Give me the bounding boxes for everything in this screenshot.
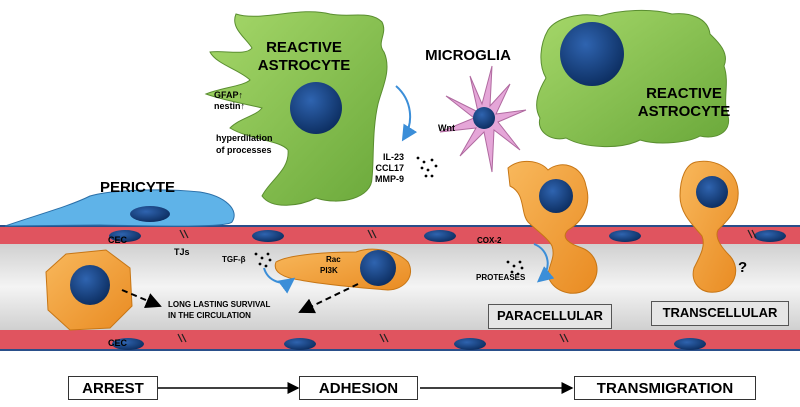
survival-line2: IN THE CIRCULATION xyxy=(168,311,251,320)
astrocyte-nucleus-1 xyxy=(290,82,342,134)
pericyte-cell xyxy=(4,189,235,227)
transcellular-tumor-nucleus xyxy=(696,176,728,208)
tjs-label: TJs xyxy=(174,247,190,257)
pi3k-label: PI3K xyxy=(320,266,338,275)
protease-signal-arrow xyxy=(533,243,555,283)
stage-arrest: ARREST xyxy=(68,376,158,400)
tgf-signal-arrow xyxy=(263,267,296,294)
pericyte-label: PERICYTE xyxy=(100,179,175,196)
paracellular-tumor-cell xyxy=(507,161,598,294)
astrocyte-2-label-line1: REACTIVE xyxy=(646,85,722,102)
gfap-label: GFAP↑ xyxy=(214,90,243,100)
paracellular-route-box: PARACELLULAR xyxy=(488,304,612,329)
reactive-astrocyte-cell-2 xyxy=(536,9,730,148)
astrocyte-2-label-line2: ASTROCYTE xyxy=(638,103,731,120)
microglia-label: MICROGLIA xyxy=(425,47,511,64)
cox2-label: COX-2 xyxy=(477,236,502,245)
transcellular-question-mark: ? xyxy=(738,259,747,276)
proteases-label: PROTEASES xyxy=(476,273,526,282)
astrocyte-1-label-line2: ASTROCYTE xyxy=(258,57,351,74)
stage-transmigration: TRANSMIGRATION xyxy=(574,376,756,400)
wnt-label: Wnt xyxy=(438,123,455,133)
cec-bottom-label: CEC xyxy=(108,338,128,348)
astrocyte-1-label-line1: REACTIVE xyxy=(266,39,342,56)
cec-top-label: CEC xyxy=(108,235,128,245)
rac-label: Rac xyxy=(326,255,341,264)
tight-junctions xyxy=(177,229,757,343)
arrest-tumor-nucleus xyxy=(70,265,110,305)
cytokine-dots xyxy=(416,156,438,178)
nestin-label: nestin↑ xyxy=(214,101,245,111)
endothelial-nuclei-bottom xyxy=(112,338,706,350)
astrocyte-nucleus-2 xyxy=(560,22,624,86)
microglia-nucleus xyxy=(473,107,495,129)
hyperdilation-line2: of processes xyxy=(216,145,272,155)
tgf-label: TGF-β xyxy=(222,255,246,264)
adhesion-tumor-nucleus xyxy=(360,250,396,286)
cytokine-il23: IL-23 xyxy=(383,152,404,162)
survival-line1: LONG LASTING SURVIVAL xyxy=(168,300,270,309)
endothelium-bottom-band xyxy=(0,330,800,350)
cytokine-mmp9: MMP-9 xyxy=(375,174,404,184)
tgf-dots xyxy=(254,252,272,268)
endothelial-nuclei-top xyxy=(109,230,786,242)
survival-arrow-right xyxy=(298,283,359,314)
endothelium-top-band xyxy=(0,226,800,244)
hyperdilation-line1: hyperdilation xyxy=(216,133,273,143)
transcellular-route-box: TRANSCELLULAR xyxy=(651,301,789,326)
survival-arrow-left xyxy=(121,289,162,308)
paracellular-tumor-nucleus xyxy=(539,179,573,213)
pericyte-nucleus xyxy=(130,206,170,222)
protease-dots xyxy=(506,260,524,276)
astrocyte-signal-arrow xyxy=(395,85,418,142)
stage-adhesion: ADHESION xyxy=(299,376,418,400)
cytokine-ccl17: CCL17 xyxy=(375,163,404,173)
